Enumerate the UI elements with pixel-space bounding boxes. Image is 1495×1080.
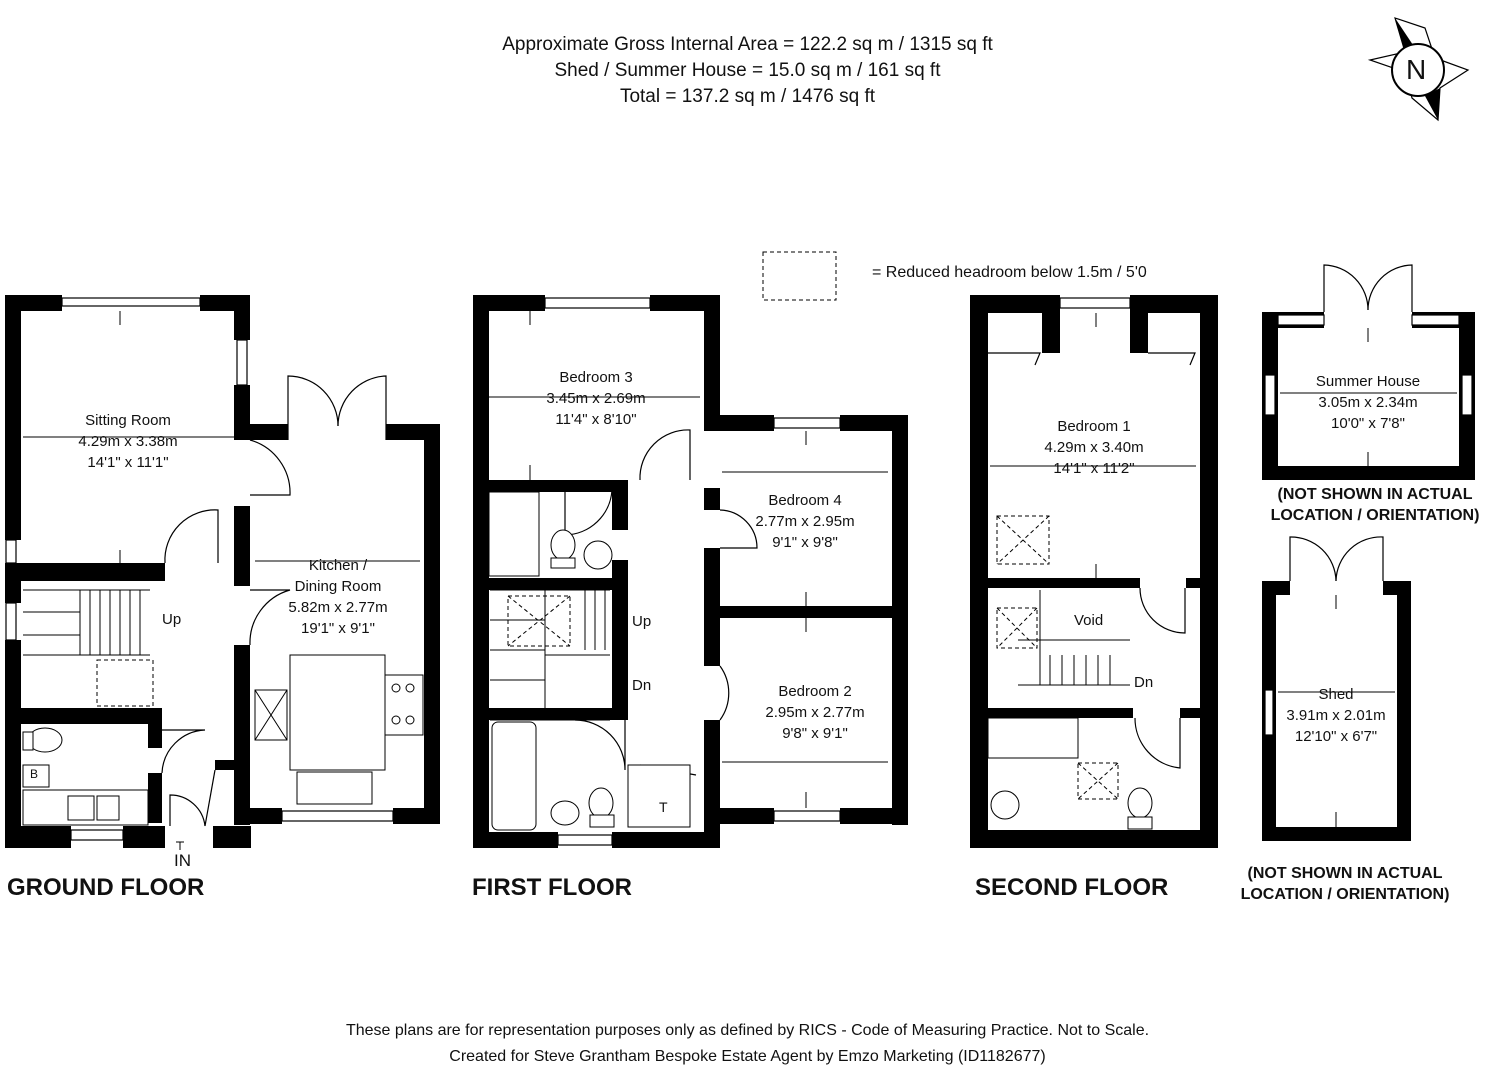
stairs-up-label-first: Up [632,613,652,630]
shed-note: (NOT SHOWN IN ACTUAL LOCATION / ORIENTAT… [1241,863,1450,905]
room-name: Bedroom 2 [778,683,852,700]
floor-title-first: FIRST FLOOR [472,874,632,901]
disclaimer: These plans are for representation purpo… [345,1022,1150,1039]
room-label-summer-house: Summer House 3.05m x 2.34m 10'0" x 7'8" [1316,371,1420,434]
summer-house-note: (NOT SHOWN IN ACTUAL LOCATION / ORIENTAT… [1271,484,1480,526]
tank-label: T [659,799,668,815]
room-imperial: 11'4" x 8'10" [555,411,637,428]
room-metric: 4.29m x 3.40m [1044,439,1144,456]
boiler-label: B [30,767,39,781]
note-line-2: LOCATION / ORIENTATION) [1270,507,1480,524]
total-area: Total = 137.2 sq m / 1476 sq ft [619,86,876,107]
room-label-sitting-room: Sitting Room 4.29m x 3.38m 14'1" x 11'1" [78,410,177,473]
room-label-bedroom-4: Bedroom 4 2.77m x 2.95m 9'1" x 9'8" [755,490,854,553]
room-metric: 5.82m x 2.77m [288,599,388,616]
room-name: Shed [1318,686,1354,703]
room-metric: 2.95m x 2.77m [765,704,865,721]
floor-title-second: SECOND FLOOR [975,874,1169,901]
room-imperial: 14'1" x 11'1" [87,454,169,471]
room-name: Sitting Room [85,412,171,429]
room-metric: 3.45m x 2.69m [546,390,646,407]
note-line-1: (NOT SHOWN IN ACTUAL [1247,865,1443,882]
room-name: Bedroom 1 [1057,418,1131,435]
room-imperial: 10'0" x 7'8" [1331,415,1405,432]
stairs-down-label-first: Dn [632,677,652,694]
room-metric: 4.29m x 3.38m [78,433,178,450]
room-label-bedroom-1: Bedroom 1 4.29m x 3.40m 14'1" x 11'2" [1044,416,1143,479]
room-name: Summer House [1315,373,1421,390]
stairs-up-label-ground: Up [162,611,182,628]
room-imperial: 9'8" x 9'1" [782,725,848,742]
room-imperial: 9'1" x 9'8" [772,534,838,551]
room-name: Bedroom 3 [559,369,633,386]
headroom-legend: = Reduced headroom below 1.5m / 5'0 [872,264,1147,281]
compass-icon [1367,17,1470,122]
note-line-1: (NOT SHOWN IN ACTUAL [1277,486,1473,503]
room-imperial: 12'10" x 6'7" [1294,728,1378,745]
shed-summer-house-area: Shed / Summer House = 15.0 sq m / 161 sq… [554,60,941,81]
gross-internal-area: Approximate Gross Internal Area = 122.2 … [502,34,993,55]
stairs-down-label-second: Dn [1134,674,1154,691]
room-imperial: 14'1" x 11'2" [1053,460,1135,477]
room-label-bedroom-3: Bedroom 3 3.45m x 2.69m 11'4" x 8'10" [546,367,645,430]
room-label-shed: Shed 3.91m x 2.01m 12'10" x 6'7" [1286,684,1385,747]
room-metric: 3.91m x 2.01m [1286,707,1386,724]
entrance-label: IN [174,851,191,870]
room-name: Kitchen / [308,557,368,574]
room-label-kitchen: Kitchen / Dining Room 5.82m x 2.77m 19'1… [288,555,387,639]
room-name: Bedroom 4 [768,492,842,509]
floor-title-ground: GROUND FLOOR [7,874,205,901]
room-metric: 3.05m x 2.34m [1318,394,1418,411]
room-imperial: 19'1" x 9'1" [301,620,375,637]
room-name-2: Dining Room [294,578,382,595]
void-label: Void [1074,612,1104,629]
compass-letter: N [1406,54,1427,85]
room-metric: 2.77m x 2.95m [755,513,855,530]
note-line-2: LOCATION / ORIENTATION) [1240,886,1450,903]
credit: Created for Steve Grantham Bespoke Estat… [449,1048,1046,1065]
room-label-bedroom-2: Bedroom 2 2.95m x 2.77m 9'8" x 9'1" [765,681,864,744]
